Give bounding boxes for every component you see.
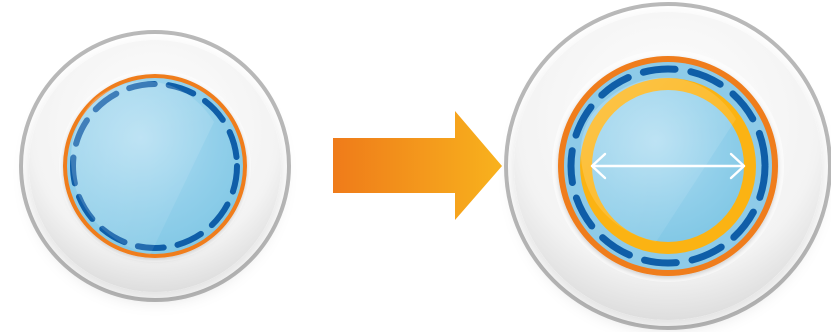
after-group: [506, 4, 830, 328]
right-arrow-icon: [333, 111, 502, 220]
transition-arrow-group: [333, 111, 502, 220]
before-group: [21, 32, 289, 300]
